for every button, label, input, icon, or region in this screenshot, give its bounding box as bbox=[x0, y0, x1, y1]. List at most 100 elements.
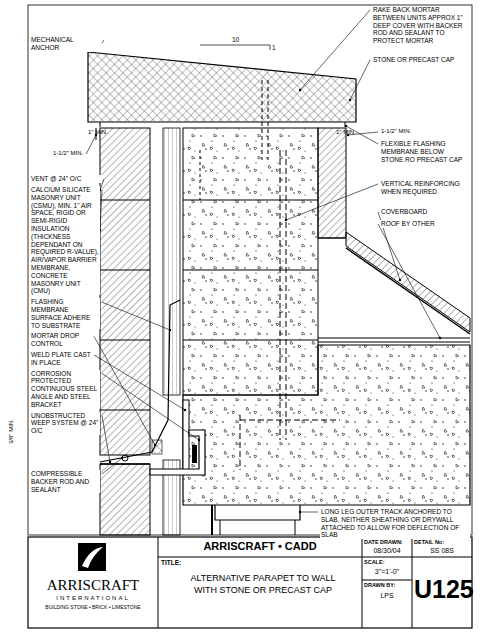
drawing-stroke bbox=[100, 339, 150, 340]
drawing-stroke bbox=[183, 199, 318, 200]
concrete-slab bbox=[183, 345, 470, 505]
leader-dot bbox=[198, 439, 200, 441]
leader-dot bbox=[285, 219, 287, 221]
callout-label: 1-1/2" MIN. bbox=[380, 128, 412, 135]
callout-label: UNOBSTRUCTED WEEP SYSTEM @ 24" O/C bbox=[30, 412, 100, 435]
leader-line bbox=[378, 224, 440, 338]
leader-dot bbox=[184, 409, 186, 411]
leader-line bbox=[300, 512, 318, 513]
drawing-stroke bbox=[28, 537, 472, 628]
drawing-stroke bbox=[158, 557, 362, 558]
callout-label: STONE OR PRECAST CAP bbox=[372, 56, 466, 64]
leader-line bbox=[286, 184, 378, 220]
title-block-text: BUILDING STONE • BRICK • LIMESTONE bbox=[30, 604, 156, 610]
title-block-text: SCALE: bbox=[364, 559, 384, 566]
drawing-stroke bbox=[183, 339, 318, 340]
leader-line bbox=[100, 190, 102, 230]
drawing-stroke bbox=[183, 128, 318, 395]
title-block-text: TITLE: bbox=[161, 559, 181, 567]
callout-label: FLASHING MEMBRANE SURFACE ADHERE TO SUBS… bbox=[30, 298, 100, 329]
leader-dot bbox=[299, 89, 301, 91]
leader-line bbox=[102, 458, 122, 474]
drawing-stroke bbox=[100, 269, 150, 270]
drawing-stroke bbox=[318, 338, 470, 339]
drawing-stroke bbox=[295, 520, 296, 535]
leader-dot bbox=[121, 457, 123, 459]
leader-line bbox=[86, 135, 96, 154]
title-block-text: U125 bbox=[414, 574, 470, 604]
drawing-stroke bbox=[200, 150, 201, 200]
roof-assembly bbox=[318, 232, 470, 342]
callout-label: 3/8" MIN. bbox=[8, 419, 15, 444]
callout-label: FLEXIBLE FLASHING MEMBRANE BELOW STONE R… bbox=[380, 140, 468, 163]
title-block-text: 3"=1'-0" bbox=[364, 568, 410, 576]
title-block-text: 08/30/04 bbox=[364, 547, 410, 555]
drawing-stroke bbox=[88, 52, 356, 122]
leader-dot bbox=[349, 99, 351, 101]
drawing-stroke bbox=[82, 547, 103, 568]
cmu-wall bbox=[183, 128, 318, 440]
logo bbox=[78, 543, 106, 571]
callout-label: CORROSION PROTECTED CONTINUOUS STEEL ANG… bbox=[30, 370, 100, 409]
title-block-text: DRAWN BY: bbox=[364, 582, 395, 589]
drawing-stroke bbox=[200, 45, 270, 50]
drawing-stroke bbox=[412, 557, 472, 558]
steel-angle bbox=[150, 400, 205, 475]
title-block-text: INTERNATIONAL bbox=[30, 595, 156, 602]
leader-dot bbox=[439, 337, 441, 339]
csmu-veneer bbox=[100, 128, 150, 535]
drawing-title: ALTERNATIVE PARAPET TO WALL WITH STONE O… bbox=[178, 573, 348, 596]
drawing-stroke bbox=[220, 520, 221, 535]
drawing-stroke bbox=[163, 128, 180, 395]
title-block-text: ARRISCRAFT bbox=[30, 576, 156, 594]
leader-line bbox=[300, 10, 370, 90]
drawing-stroke bbox=[362, 537, 363, 628]
leader-line bbox=[102, 374, 199, 440]
drawing-stroke bbox=[346, 248, 470, 334]
title-block bbox=[28, 537, 472, 628]
callout-label: VENT @ 24" O/C bbox=[30, 175, 102, 183]
drawing-stroke bbox=[100, 463, 150, 465]
drawing-stroke bbox=[100, 122, 101, 127]
leader-dot bbox=[299, 511, 301, 513]
drawing-stroke bbox=[100, 409, 150, 410]
callout-label: ROOF BY OTHER bbox=[380, 220, 468, 228]
drawing-stroke bbox=[362, 580, 412, 581]
title-block-text: ARRISCRAFT • CADD bbox=[162, 540, 358, 553]
leader-line bbox=[94, 355, 185, 410]
flashing-membrane bbox=[100, 300, 180, 462]
drawing-stroke bbox=[192, 445, 197, 463]
drawing-stroke bbox=[183, 269, 318, 270]
leader-line bbox=[102, 302, 170, 330]
callout-label: VERTICAL REINFORCING WHEN REQUIRED bbox=[380, 180, 468, 196]
title-block-text: DATE DRAWN: bbox=[364, 539, 403, 546]
drawing-stroke bbox=[318, 342, 470, 343]
leader-line bbox=[350, 60, 370, 100]
callout-label: 10 bbox=[232, 36, 239, 44]
callout-label: 1 bbox=[272, 44, 276, 52]
sheet-frame bbox=[28, 5, 472, 535]
leader-line bbox=[94, 336, 155, 445]
drawing-stroke bbox=[100, 199, 150, 200]
drawing-stroke bbox=[211, 505, 213, 535]
callout-label: MECHANICAL ANCHOR bbox=[30, 36, 102, 52]
callout-label: 1" MIN. bbox=[336, 129, 356, 136]
leader-dot bbox=[169, 329, 171, 331]
title-block-text: LPS bbox=[364, 592, 410, 600]
title-block-text: SS 08S bbox=[414, 547, 470, 555]
leader-dot bbox=[109, 461, 111, 463]
drawing-stroke bbox=[346, 232, 470, 332]
callout-label: CALCIUM SILICATE MASONRY UNIT (CSMU), MI… bbox=[30, 186, 100, 295]
stone-facing bbox=[318, 128, 346, 238]
drawing-stroke bbox=[78, 543, 106, 571]
rebar bbox=[240, 415, 241, 470]
callout-label: 1-1/2" MIN. bbox=[52, 150, 84, 157]
drawing-stroke bbox=[100, 464, 150, 535]
drawing-stroke bbox=[183, 400, 189, 470]
stud-track bbox=[212, 505, 300, 535]
drawing-stroke bbox=[318, 238, 346, 239]
callout-label: COVERBOARD bbox=[380, 208, 468, 216]
drawing-stroke bbox=[150, 430, 205, 475]
callout-label: 1" MIN. bbox=[88, 129, 108, 136]
callout-label: COMPRESSIBLE BACKER ROD AND SEALANT bbox=[30, 470, 100, 493]
